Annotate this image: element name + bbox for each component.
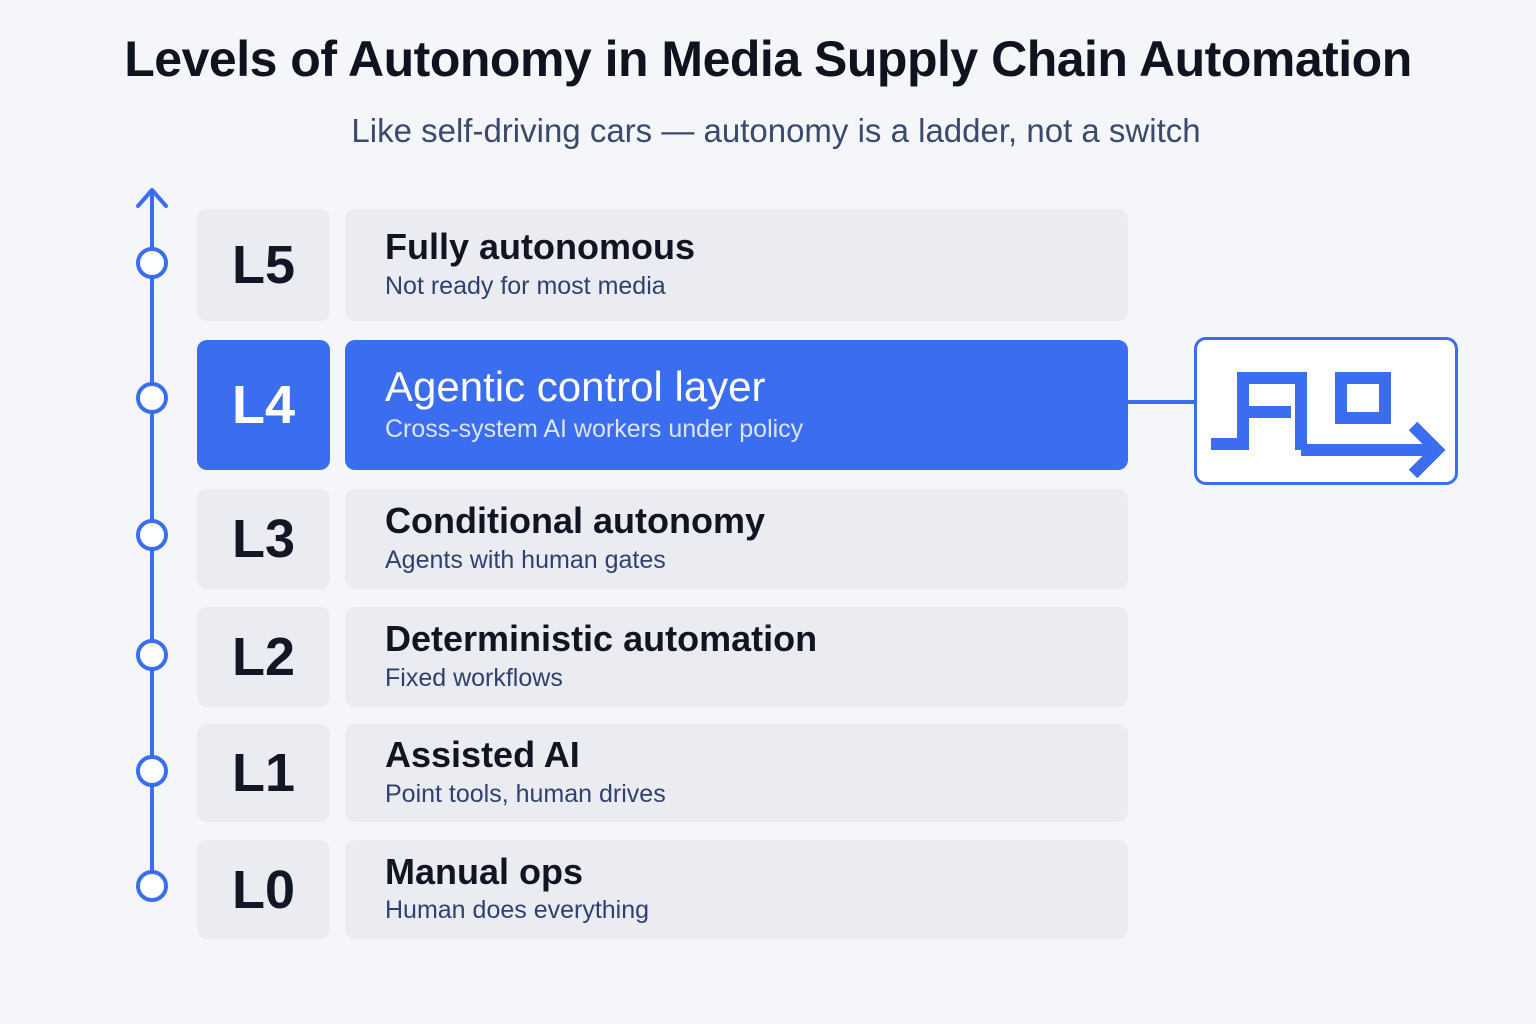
level-badge-l4: L4 bbox=[197, 340, 330, 470]
level-badge-l1: L1 bbox=[197, 724, 330, 822]
level-description: Human does everything bbox=[385, 896, 650, 925]
page-title: Levels of Autonomy in Media Supply Chain… bbox=[124, 31, 1412, 87]
page-subtitle: Like self-driving cars — autonomy is a l… bbox=[351, 112, 1201, 149]
level-title: Assisted AI bbox=[385, 734, 580, 776]
timeline-node-l3 bbox=[136, 519, 168, 551]
timeline-node-l2 bbox=[136, 639, 168, 671]
level-card-l1: Assisted AI Point tools, human drives bbox=[345, 724, 1128, 822]
timeline-arrow-icon bbox=[136, 188, 168, 208]
level-card-l4: Agentic control layer Cross-system AI wo… bbox=[345, 340, 1128, 470]
flo-logo-arrow-icon bbox=[1211, 372, 1446, 479]
timeline-node-l0 bbox=[136, 870, 168, 902]
level-description: Fixed workflows bbox=[385, 663, 563, 692]
flo-logo bbox=[1194, 337, 1458, 485]
level-badge-l5: L5 bbox=[197, 209, 330, 321]
level-title: Manual ops bbox=[385, 850, 584, 892]
level-card-l5: Fully autonomous Not ready for most medi… bbox=[345, 209, 1128, 321]
level-description: Agents with human gates bbox=[385, 545, 666, 574]
level-badge-l3: L3 bbox=[197, 489, 330, 589]
level-card-l2: Deterministic automation Fixed workflows bbox=[345, 607, 1128, 707]
level-card-l0: Manual ops Human does everything bbox=[345, 840, 1128, 939]
level-description: Cross-system AI workers under policy bbox=[385, 415, 804, 444]
level-card-l3: Conditional autonomy Agents with human g… bbox=[345, 489, 1128, 589]
level-badge-l2: L2 bbox=[197, 607, 330, 707]
level-title: Agentic control layer bbox=[385, 362, 766, 410]
level-title: Fully autonomous bbox=[385, 226, 695, 268]
level-title: Conditional autonomy bbox=[385, 500, 765, 542]
timeline-node-l4 bbox=[136, 382, 168, 414]
timeline-node-l1 bbox=[136, 755, 168, 787]
level-title: Deterministic automation bbox=[385, 618, 818, 660]
level-badge-l0: L0 bbox=[197, 840, 330, 939]
level-description: Point tools, human drives bbox=[385, 779, 666, 808]
level-description: Not ready for most media bbox=[385, 271, 666, 300]
logo-connector bbox=[1128, 400, 1194, 404]
timeline-node-l5 bbox=[136, 247, 168, 279]
